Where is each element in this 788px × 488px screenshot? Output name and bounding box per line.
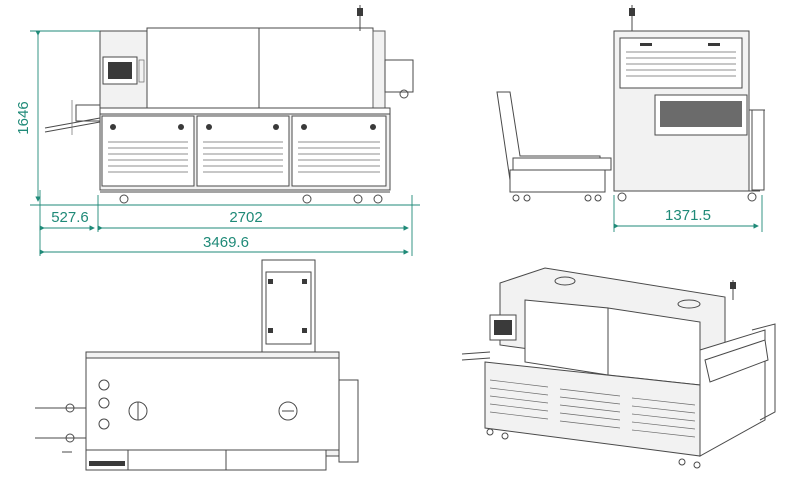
- exit-conveyor: [384, 59, 414, 93]
- dim-overall-length: 3469.6: [203, 234, 249, 251]
- dim-height: 1646: [15, 101, 32, 134]
- dim-feeder-length: 527.6: [51, 209, 89, 226]
- front-dimensions: 1646 527.6 2702 3469.6: [15, 30, 420, 256]
- dim-body-length: 2702: [229, 209, 262, 226]
- side-view: [496, 5, 765, 202]
- dim-depth: 1371.5: [665, 207, 711, 224]
- isometric-view: [461, 267, 776, 469]
- front-vent-slots: [108, 141, 380, 173]
- front-hood-left: [146, 27, 260, 109]
- side-vent-slots: [626, 51, 736, 77]
- iso-vent-slots: [489, 379, 696, 438]
- top-view: [35, 259, 359, 471]
- side-dimensions: 1371.5: [613, 195, 763, 232]
- front-view: [44, 5, 414, 204]
- front-hood-right: [258, 27, 374, 109]
